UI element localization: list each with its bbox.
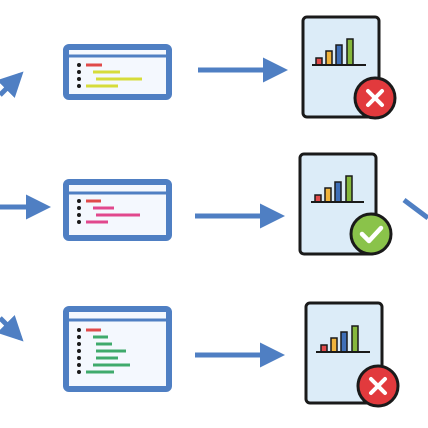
- code-window-icon: [63, 179, 172, 241]
- check-circle-icon: [349, 212, 393, 256]
- x-circle-icon: [356, 364, 400, 408]
- incoming-arrow-bottom: [0, 315, 24, 342]
- row-2: [63, 152, 393, 256]
- row-1: [63, 15, 397, 120]
- row-3: [63, 301, 400, 408]
- incoming-arrow-top: [0, 71, 24, 98]
- code-window-icon: [63, 44, 172, 100]
- code-window-icon: [63, 306, 172, 392]
- x-circle-icon: [353, 76, 397, 120]
- outgoing-arrow-pass: [402, 198, 428, 220]
